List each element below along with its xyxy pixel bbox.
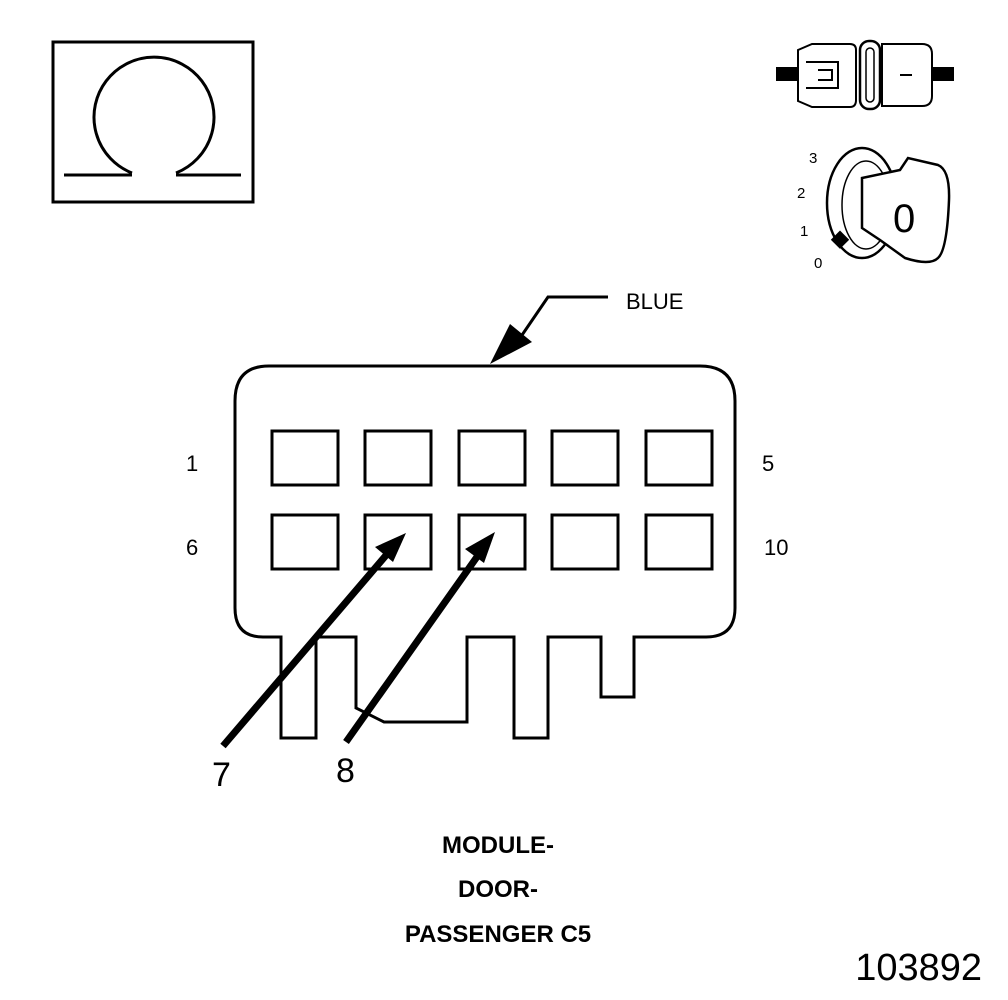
cavity-5 [644, 429, 714, 487]
cavity-4 [550, 429, 620, 487]
cavity-2 [363, 429, 433, 487]
arrow-label-7: 7 [212, 756, 231, 794]
pointer-arrow-7 [220, 533, 406, 749]
ignition-position-0: 0 [814, 255, 822, 272]
title-line-2: DOOR- [458, 876, 538, 903]
cavity-row-bottom [270, 513, 714, 571]
cavity-10 [644, 513, 714, 571]
pin-label-bottom-left: 6 [186, 535, 198, 560]
cavity-6 [270, 513, 340, 571]
pin-label-top-right: 5 [762, 451, 774, 476]
arrow-label-8: 8 [336, 752, 355, 790]
ohm-meter-icon [51, 40, 255, 204]
ignition-position-2: 2 [797, 185, 805, 202]
color-callout: BLUE [490, 289, 683, 364]
title-line-1: MODULE- [442, 832, 554, 859]
ignition-key-off-icon: 3 2 1 0 0 [797, 146, 951, 272]
cavity-8 [457, 513, 527, 571]
pin-label-top-left: 1 [186, 451, 198, 476]
ignition-position-1: 1 [800, 223, 808, 240]
pin-label-bottom-right: 10 [764, 535, 788, 560]
title-line-3: PASSENGER C5 [405, 921, 591, 948]
cavity-9 [550, 513, 620, 571]
ignition-key-position: 0 [893, 197, 915, 241]
ignition-position-3: 3 [809, 150, 817, 167]
connector-color-label: BLUE [626, 289, 683, 314]
cavity-3 [457, 429, 527, 487]
figure-id: 103892 [855, 947, 982, 989]
disconnected-connector-icon [776, 39, 954, 111]
pointer-arrow-8 [343, 532, 495, 745]
cavity-row-top [270, 429, 714, 487]
cavity-1 [270, 429, 340, 487]
